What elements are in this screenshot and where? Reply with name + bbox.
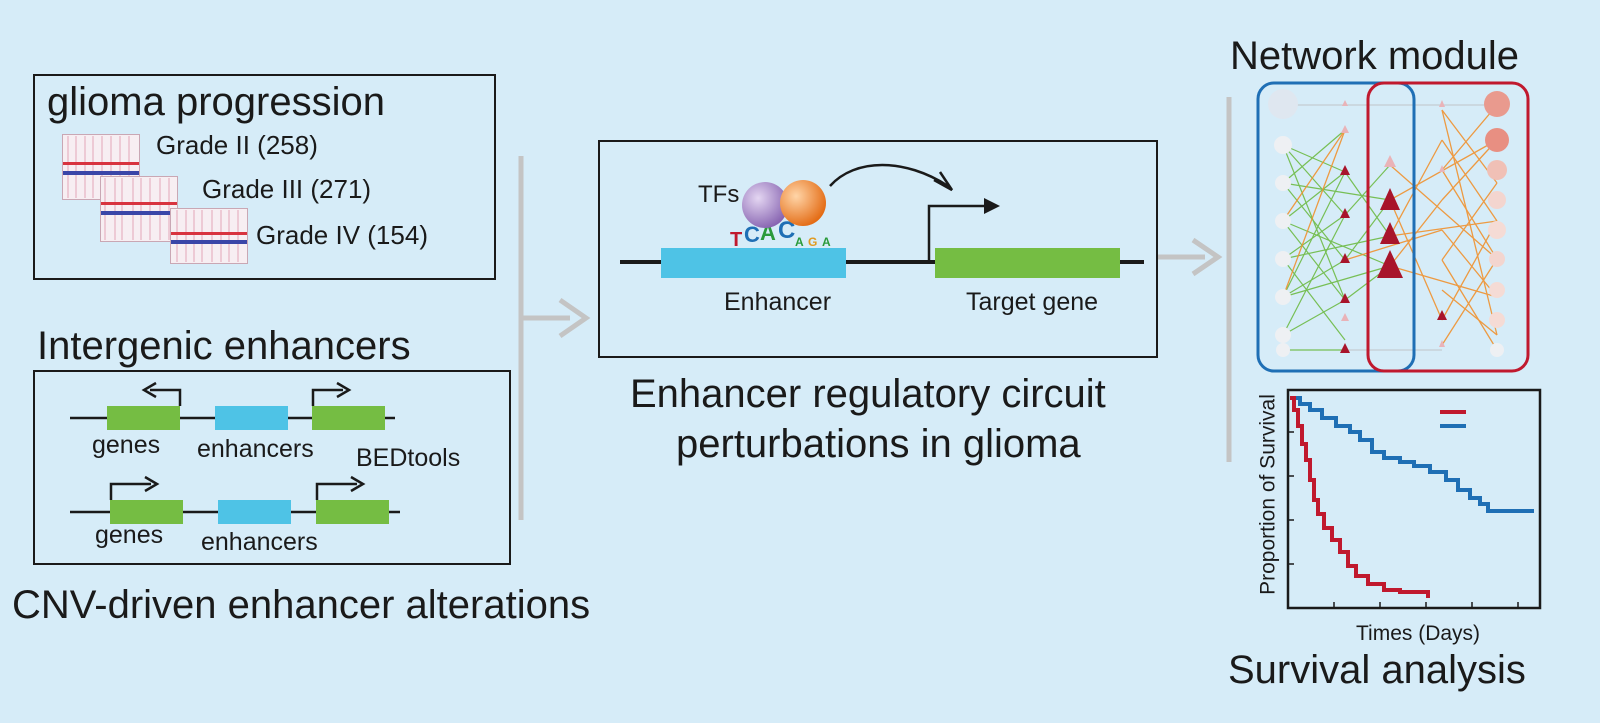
survival-caption: Survival analysis: [1228, 648, 1526, 692]
row1-enhancers-label: enhancers: [197, 435, 314, 463]
circuit-panel: [598, 140, 1158, 358]
heatmap-grade-iv: [170, 208, 248, 264]
cnv-caption: CNV-driven enhancer alterations: [12, 583, 591, 627]
grade-ii-label: Grade II (258): [156, 130, 318, 160]
network-title: Network module: [1230, 34, 1520, 78]
heatmap-grade-iii: [100, 176, 178, 242]
row2-enhancers-label: enhancers: [201, 528, 318, 556]
enhancer-label: Enhancer: [724, 288, 832, 316]
grade-iv-label: Grade IV (154): [256, 220, 428, 250]
survival-xlabel: Times (Days): [1356, 622, 1481, 645]
glioma-progression-panel: [33, 74, 496, 280]
circuit-caption-line2: perturbations in glioma: [676, 422, 1081, 466]
tfs-label: TFs: [698, 181, 740, 208]
row1-genes-label: genes: [92, 431, 161, 459]
bedtools-label: BEDtools: [356, 444, 461, 472]
survival-ylabel: Proportion of Survival: [1256, 394, 1280, 595]
row2-genes-label: genes: [95, 521, 164, 549]
intergenic-title: Intergenic enhancers: [37, 324, 411, 368]
intergenic-panel: [33, 370, 511, 565]
grade-iii-label: Grade III (271): [202, 174, 372, 204]
glioma-progression-title: glioma progression: [47, 80, 385, 124]
circuit-caption-line1: Enhancer regulatory circuit: [630, 372, 1106, 416]
target-gene-label: Target gene: [966, 288, 1099, 316]
